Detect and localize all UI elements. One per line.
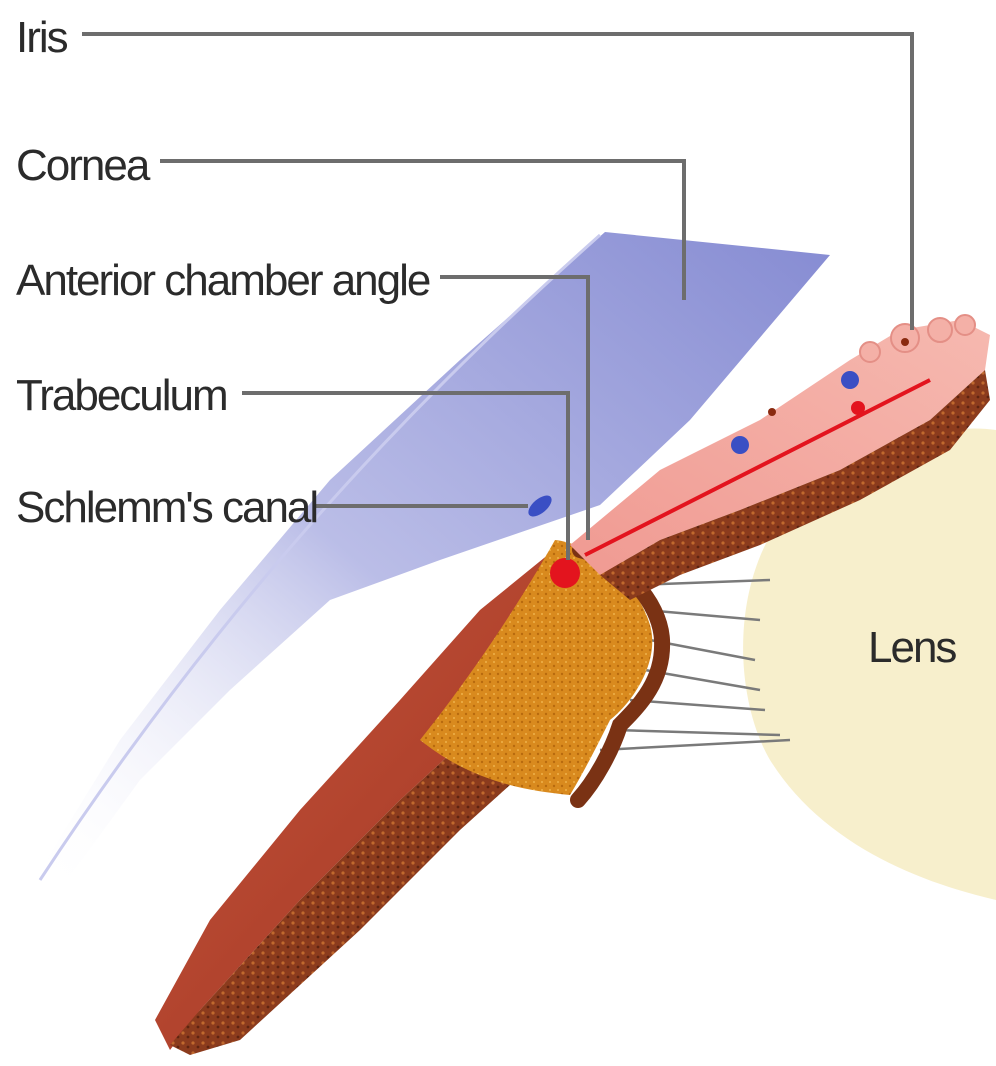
trabeculum-marker	[550, 558, 580, 588]
lens-label: Lens	[868, 623, 956, 672]
cornea-label: Cornea	[16, 141, 151, 190]
schlemms-canal-label: Schlemm's canal	[16, 483, 317, 532]
iris-label: Iris	[16, 13, 68, 62]
anterior-chamber-angle-label: Anterior chamber angle	[16, 256, 430, 305]
trabeculum-label: Trabeculum	[16, 371, 227, 420]
